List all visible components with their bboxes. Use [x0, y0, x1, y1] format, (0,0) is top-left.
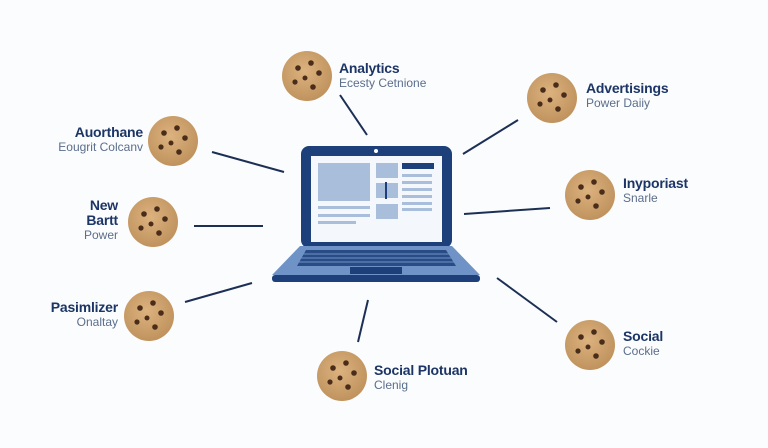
- cookie-icon: [282, 51, 332, 101]
- cookie-icon: [124, 291, 174, 341]
- node-title: Advertisings: [586, 80, 669, 96]
- connector-lines: [184, 94, 558, 343]
- node-title: Pasimlizer: [50, 299, 118, 315]
- connector-auorthane: [211, 151, 285, 173]
- cookie-icon: [148, 116, 198, 166]
- node-analytics: Analytics Ecesty Cetnione: [339, 61, 426, 91]
- node-title: Inyporiast: [623, 175, 688, 191]
- node-subtitle: Clenig: [374, 378, 409, 392]
- cookie-icon: [527, 73, 577, 123]
- node-title: New Bartt: [86, 197, 118, 228]
- node-auorthane: Auorthane Eougrit Colcanv: [58, 125, 143, 155]
- cookie-icon: [565, 320, 615, 370]
- cookie-icon: [128, 197, 178, 247]
- node-inyporiast: Inyporiast Snarle: [623, 176, 688, 206]
- node-subtitle: Snarle: [623, 191, 658, 205]
- node-new-bartt: New Bartt Power: [78, 198, 118, 243]
- node-title: Auorthane: [74, 124, 143, 140]
- node-subtitle: Onaltay: [76, 315, 118, 329]
- node-advertisings: Advertisings Power Daiiy: [586, 80, 669, 111]
- node-social-plotuan: Social Plotuan Clenig: [374, 363, 468, 393]
- node-subtitle: Power Daiiy: [586, 96, 651, 110]
- connector-social: [496, 277, 558, 323]
- laptop-icon: [272, 146, 480, 282]
- cookie-icon: [565, 170, 615, 220]
- connector-analytics: [339, 94, 368, 136]
- connector-social-plotuan: [357, 299, 369, 343]
- node-title: Analytics: [339, 60, 400, 76]
- node-subtitle: Eougrit Colcanv: [58, 140, 143, 154]
- node-title: Social: [623, 328, 664, 344]
- node-pasimlizer: Pasimlizer Onaltay: [51, 300, 118, 330]
- connector-advertisings: [462, 119, 519, 155]
- cookie-icon: [317, 351, 367, 401]
- connector-inyporiast: [463, 207, 551, 215]
- node-subtitle: Power: [83, 228, 118, 242]
- node-subtitle: Ecesty Cetnione: [339, 76, 427, 90]
- node-subtitle: Cockie: [623, 344, 660, 358]
- connector-pasimlizer: [184, 282, 253, 303]
- node-title: Social Plotuan: [374, 362, 468, 378]
- node-social: Social Cockie: [623, 329, 663, 359]
